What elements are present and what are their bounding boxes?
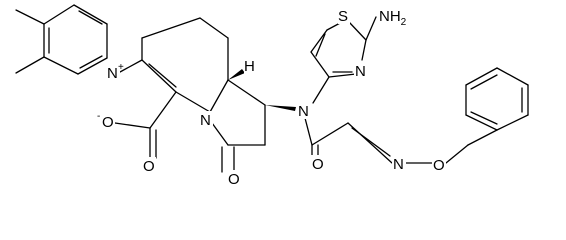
atom-o-oxime: O bbox=[433, 157, 445, 174]
bond-line bbox=[347, 122, 393, 164]
bond-line bbox=[310, 29, 328, 53]
bond-line bbox=[310, 51, 330, 78]
bond-line bbox=[15, 56, 45, 74]
bond-line bbox=[148, 63, 177, 88]
bond-line bbox=[149, 91, 177, 129]
atom-n-bicyclic: N bbox=[200, 112, 211, 129]
bond-line bbox=[465, 67, 498, 86]
bond-line bbox=[119, 59, 143, 73]
bond-line bbox=[77, 57, 108, 75]
atom-o-amide: O bbox=[312, 156, 324, 173]
atom-h-stereo: H bbox=[244, 58, 255, 75]
bond-line bbox=[15, 9, 45, 25]
bond-line bbox=[43, 56, 79, 75]
atom-o-carboxylate: O bbox=[102, 114, 114, 131]
bond-line bbox=[114, 122, 151, 129]
wedge-bond-h bbox=[228, 69, 245, 80]
bond-line bbox=[361, 39, 367, 61]
bond-line bbox=[365, 16, 377, 41]
atom-n-amide: N bbox=[298, 103, 309, 120]
molecule-structure: N + H S NH2 N N N - O O O O bbox=[15, 4, 529, 188]
bond-line bbox=[199, 17, 229, 39]
bond-line bbox=[141, 17, 201, 39]
bond-line bbox=[312, 76, 330, 104]
bond-line bbox=[470, 111, 498, 125]
bond-line bbox=[227, 79, 266, 106]
atom-o-betalactam: O bbox=[228, 171, 240, 188]
bond-line bbox=[211, 122, 229, 146]
bond-line bbox=[470, 74, 498, 90]
bond-line bbox=[311, 122, 349, 146]
bond-line bbox=[315, 33, 326, 57]
bond-line bbox=[496, 114, 529, 131]
atom-nh2: NH2 bbox=[379, 8, 407, 28]
bond-line bbox=[304, 117, 313, 146]
atom-o-carboxyl: O bbox=[143, 158, 155, 175]
bond-line bbox=[445, 144, 469, 164]
atom-n-pyridinium: N bbox=[107, 65, 118, 82]
bond-line bbox=[467, 129, 498, 146]
bond-line bbox=[496, 67, 529, 86]
bond-line bbox=[328, 73, 357, 78]
bond-line bbox=[73, 4, 108, 25]
bonds bbox=[15, 4, 529, 173]
charge-minus: - bbox=[97, 111, 100, 122]
bond-line bbox=[351, 127, 391, 157]
bond-line bbox=[465, 114, 498, 131]
bond-line bbox=[209, 79, 229, 113]
bond-line bbox=[141, 59, 177, 93]
atom-n-thiazole: N bbox=[355, 63, 366, 80]
bond-line bbox=[43, 4, 75, 25]
wedge-bond-n-amide bbox=[265, 105, 296, 111]
bond-line bbox=[79, 55, 103, 69]
atom-labels: N + H S NH2 N N N - O O O O bbox=[97, 7, 446, 188]
bond-line bbox=[78, 10, 103, 25]
atom-n-oxime: N bbox=[393, 156, 404, 173]
bond-line bbox=[348, 21, 367, 41]
atom-s-thiazole: S bbox=[338, 8, 348, 25]
stereo-wedges bbox=[228, 69, 296, 111]
charge-plus: + bbox=[118, 62, 124, 73]
bond-line bbox=[175, 91, 211, 113]
